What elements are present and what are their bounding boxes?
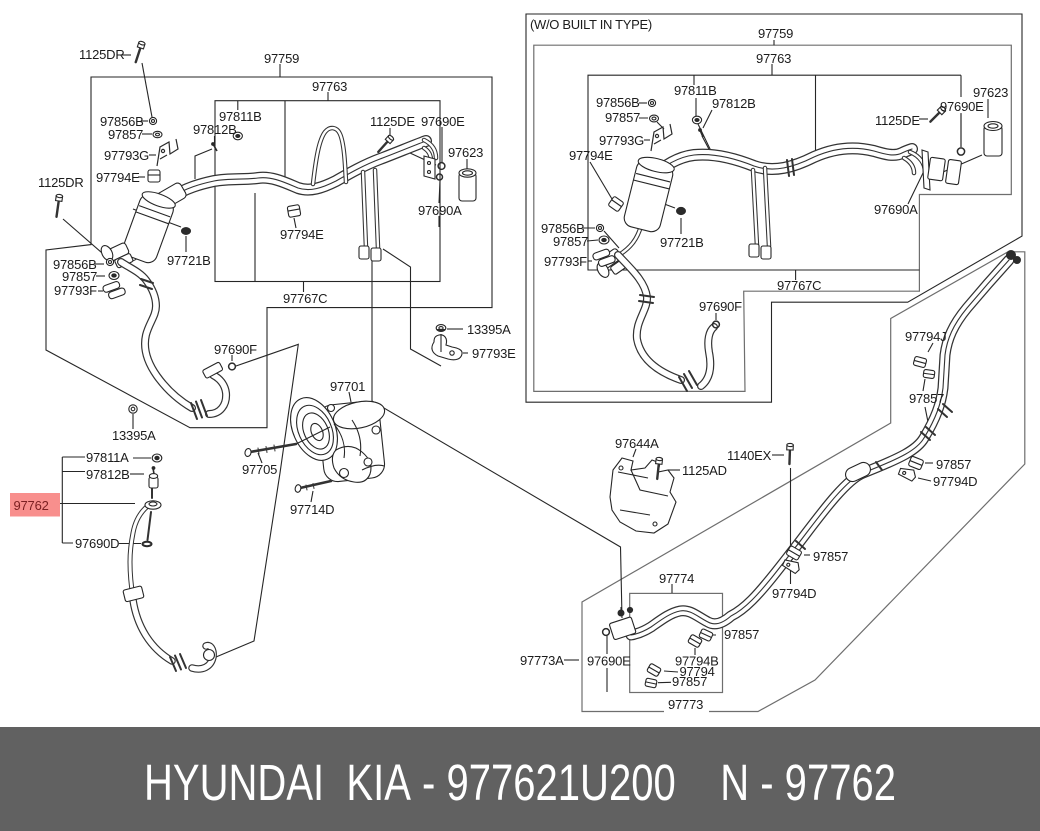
svg-text:97793F: 97793F <box>54 283 97 298</box>
svg-text:97812B: 97812B <box>86 467 130 482</box>
svg-text:97690A: 97690A <box>418 203 462 218</box>
svg-text:97857: 97857 <box>605 110 640 125</box>
svg-text:97690E: 97690E <box>421 114 465 129</box>
svg-text:1125DE: 1125DE <box>370 114 415 129</box>
svg-text:97690D: 97690D <box>75 536 119 551</box>
svg-text:1140EX: 1140EX <box>727 448 772 463</box>
svg-text:97856B: 97856B <box>541 221 585 236</box>
svg-text:97762: 97762 <box>14 498 49 513</box>
svg-text:97767C: 97767C <box>283 291 327 306</box>
svg-text:97857: 97857 <box>813 549 848 564</box>
svg-text:97857: 97857 <box>909 391 944 406</box>
svg-text:97701: 97701 <box>330 379 365 394</box>
svg-text:97690A: 97690A <box>874 202 918 217</box>
svg-text:97811B: 97811B <box>219 109 262 124</box>
svg-text:1125DR: 1125DR <box>38 175 84 190</box>
svg-text:1125DE: 1125DE <box>875 113 920 128</box>
svg-text:97774: 97774 <box>659 571 694 586</box>
svg-text:97759: 97759 <box>758 26 793 41</box>
svg-text:97690E: 97690E <box>940 99 984 114</box>
svg-text:97812B: 97812B <box>712 96 756 111</box>
svg-text:97811B: 97811B <box>674 83 717 98</box>
svg-text:97794E: 97794E <box>96 170 140 185</box>
svg-text:97856B: 97856B <box>53 257 97 272</box>
svg-text:97794B: 97794B <box>675 654 719 669</box>
svg-text:97705: 97705 <box>242 462 277 477</box>
svg-text:97690F: 97690F <box>214 342 257 357</box>
svg-text:97857: 97857 <box>553 234 588 249</box>
svg-text:97794D: 97794D <box>933 474 977 489</box>
svg-text:97857: 97857 <box>672 674 707 689</box>
svg-text:97856B: 97856B <box>100 114 144 129</box>
svg-text:97793G: 97793G <box>104 148 149 163</box>
svg-text:97623: 97623 <box>448 145 483 160</box>
svg-text:97759: 97759 <box>264 51 299 66</box>
svg-text:97794E: 97794E <box>569 148 613 163</box>
svg-text:97644A: 97644A <box>615 436 659 451</box>
svg-text:97857: 97857 <box>108 127 143 142</box>
svg-text:HYUNDAI KIA - 977621U200 N: HYUNDAI KIA - 977621U200 N - 97762 <box>144 754 896 811</box>
svg-text:97812B: 97812B <box>193 122 237 137</box>
svg-text:97811A: 97811A <box>86 450 129 465</box>
svg-text:(W/O BUILT IN TYPE): (W/O BUILT IN TYPE) <box>530 17 652 32</box>
svg-text:97690F: 97690F <box>699 299 742 314</box>
svg-text:13395A: 13395A <box>112 428 156 443</box>
svg-text:97856B: 97856B <box>596 95 640 110</box>
svg-text:97690E: 97690E <box>587 654 631 669</box>
svg-text:97857: 97857 <box>936 457 971 472</box>
svg-text:97763: 97763 <box>756 51 791 66</box>
svg-text:97793G: 97793G <box>599 133 644 148</box>
svg-text:97793F: 97793F <box>544 254 587 269</box>
svg-text:97794E: 97794E <box>280 227 324 242</box>
svg-text:97721B: 97721B <box>167 253 211 268</box>
svg-text:97793E: 97793E <box>472 346 516 361</box>
svg-text:1125DR: 1125DR <box>79 47 125 62</box>
svg-text:97857: 97857 <box>724 627 759 642</box>
svg-text:97794J: 97794J <box>905 329 946 344</box>
svg-text:13395A: 13395A <box>467 322 511 337</box>
svg-text:97773: 97773 <box>668 697 703 712</box>
svg-text:97714D: 97714D <box>290 502 334 517</box>
svg-text:97794D: 97794D <box>772 586 816 601</box>
svg-text:97857: 97857 <box>62 269 97 284</box>
svg-text:1125AD: 1125AD <box>682 463 727 478</box>
svg-text:97767C: 97767C <box>777 278 821 293</box>
svg-text:97721B: 97721B <box>660 235 704 250</box>
svg-text:97763: 97763 <box>312 79 347 94</box>
svg-text:97773A: 97773A <box>520 653 564 668</box>
svg-text:97623: 97623 <box>973 85 1008 100</box>
svg-text:97794: 97794 <box>680 664 715 679</box>
